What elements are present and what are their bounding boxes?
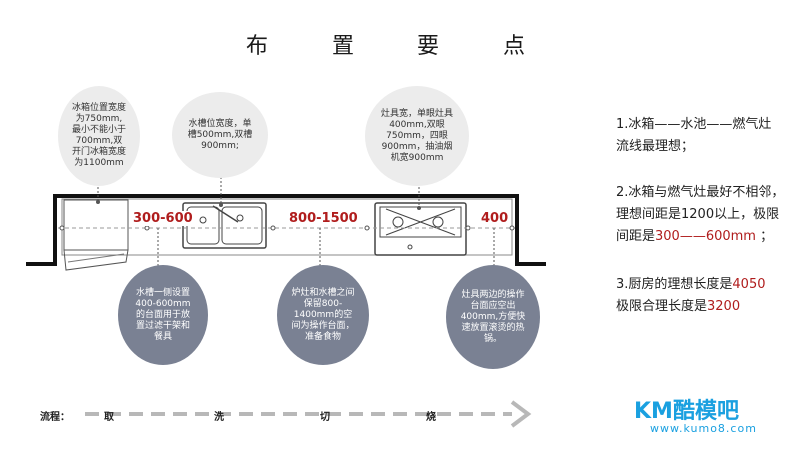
flow-step-wash: 洗 — [214, 412, 224, 423]
wall-outline — [26, 194, 546, 266]
title-char-4: 点 — [503, 34, 526, 59]
kumo8-logo: KM酷模吧 — [634, 399, 739, 424]
stove-outer — [374, 202, 467, 256]
sink-right-basin — [221, 206, 263, 245]
title-char-1: 布 — [246, 34, 269, 59]
note-1-line-1: 1.冰箱——水池——燃气灶 — [616, 117, 772, 132]
note-2-line-2: 理想间距是1200以上，极限 — [616, 207, 780, 222]
flow-arrow-head — [510, 400, 532, 428]
note-1: 1.冰箱——水池——燃气灶 流线最理想； — [616, 114, 796, 158]
dimension-label-1: 300-600 — [131, 211, 195, 226]
fridge-box — [63, 199, 129, 251]
note-3-line-2-prefix: 极限合理长度是 — [616, 299, 708, 314]
note-3-min-length: 3200 — [707, 299, 741, 314]
note-3-line-1: 3.厨房的理想长度是4050 — [616, 274, 796, 296]
sink-width-bubble: 水槽位宽度，单槽500mm,双槽900mm; — [172, 92, 268, 178]
flow-step-cook: 烧 — [426, 412, 436, 423]
note-3-line-2: 极限合理长度是3200 — [616, 296, 796, 318]
flow-step-cut: 切 — [320, 412, 330, 423]
note-1-line-2: 流线最理想； — [616, 139, 695, 154]
note-2-line-1: 2.冰箱与燃气灶最好不相邻， — [616, 185, 785, 200]
logo-url: www.kumo8.com — [650, 422, 757, 435]
note-2-line-3-suffix: ； — [755, 229, 774, 244]
note-3-ideal-length: 4050 — [732, 277, 766, 292]
fridge-door — [63, 249, 129, 271]
page-title: 布 置 要 点 — [0, 28, 800, 59]
dimension-label-2: 800-1500 — [287, 211, 360, 226]
title-char-3: 要 — [417, 34, 440, 59]
note-2-highlight: 300——600mm — [655, 229, 756, 244]
flow-label: 流程： — [40, 412, 70, 423]
note-2-line-3: 间距是300——600mm ； — [616, 226, 796, 248]
note-2-line-3-prefix: 间距是 — [616, 229, 656, 244]
fridge-width-bubble: 冰箱位置宽度为750mm,最小不能小于700mm,双开门冰箱宽度为1100mm — [58, 86, 140, 186]
note-3-line-1-prefix: 3.厨房的理想长度是 — [616, 277, 733, 292]
flow-step-take: 取 — [104, 412, 114, 423]
sink-side-bubble: 水槽一侧设置400-600mm的台面用于放置过滤干架和餐具 — [118, 265, 208, 365]
note-2: 2.冰箱与燃气灶最好不相邻， 理想间距是1200以上，极限 间距是300——60… — [616, 182, 796, 248]
sink-outer — [182, 202, 267, 249]
stove-width-bubble: 灶具宽，单眼灶具400mm,双眼750mm，四眼900mm，抽油烟机宽900mm — [365, 86, 469, 186]
title-char-2: 置 — [332, 34, 355, 59]
stove-side-bubble: 灶具两边的操作台面应空出400mm,方便快速放置滚烫的热锅。 — [446, 265, 540, 369]
note-3: 3.厨房的理想长度是4050 极限合理长度是3200 — [616, 274, 796, 318]
dimension-label-3: 400 — [479, 211, 511, 226]
work-area-bubble: 炉灶和水槽之间保留800-1400mm的空间为操作台面，准备食物 — [277, 265, 369, 365]
